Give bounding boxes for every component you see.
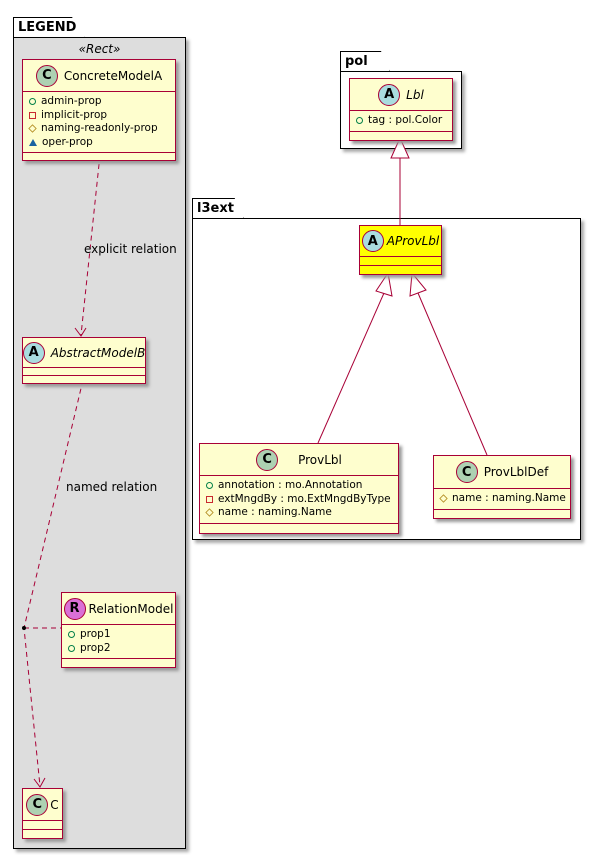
legend-title: LEGEND	[18, 20, 77, 35]
l3ext-package-tab: l3ext	[192, 198, 244, 219]
class-name: AbstractModelB	[50, 345, 146, 360]
attribute: name : naming.Name	[218, 506, 332, 518]
class-icon: C	[256, 448, 279, 471]
explicit-relation-label: explicit relation	[84, 242, 177, 256]
protected-icon	[205, 508, 214, 517]
arrow-head-icon	[33, 777, 46, 788]
class-name: AProvLbl	[386, 234, 440, 248]
class-name: Lbl	[406, 87, 424, 102]
attribute: implicit-prop	[41, 108, 108, 121]
class-name: ProvLblDef	[483, 465, 549, 479]
class-icon: C	[26, 793, 49, 816]
l3ext-title: l3ext	[197, 201, 234, 216]
private-icon	[206, 495, 213, 503]
class-abstract-model-b[interactable]: A AbstractModelB	[22, 337, 146, 384]
public-icon	[356, 117, 363, 125]
attribute: annotation : mo.Annotation	[218, 479, 363, 491]
legend-stereotype: «Rect»	[78, 42, 121, 56]
protected-icon	[439, 494, 448, 503]
legend-package	[13, 37, 186, 849]
attribute: name : naming.Name	[452, 492, 566, 504]
pol-title: pol	[345, 54, 368, 69]
abstract-class-icon: A	[378, 83, 401, 106]
inheritance-triangle-icon	[409, 271, 427, 297]
public-icon	[68, 644, 75, 652]
class-lbl[interactable]: A Lbl tag : pol.Color	[349, 78, 453, 141]
inheritance-edge-provlbldef	[417, 292, 488, 456]
class-provlbl[interactable]: C ProvLbl annotation : mo.Annotation extM…	[199, 443, 399, 534]
class-name: ConcreteModelA	[63, 68, 163, 83]
class-name: ProvLbl	[298, 452, 342, 467]
explicit-relation-edge	[80, 154, 101, 336]
abstract-class-icon: A	[22, 341, 45, 364]
class-concrete-model-a[interactable]: C ConcreteModelA admin-prop implicit-prop…	[22, 59, 176, 161]
arrow-head-icon	[74, 327, 87, 337]
attribute: naming-readonly-prop	[41, 122, 158, 134]
relation-junction-dot	[22, 626, 26, 630]
public-icon	[206, 482, 213, 490]
public-icon	[68, 631, 75, 639]
attribute: tag : pol.Color	[368, 114, 443, 126]
attribute: prop1	[80, 628, 111, 640]
legend-package-tab: LEGEND	[13, 17, 85, 38]
named-relation-edge	[23, 379, 84, 787]
attribute: prop2	[80, 641, 111, 654]
package-icon	[29, 138, 37, 146]
attribute: admin-prop	[41, 95, 102, 107]
inheritance-triangle-icon	[375, 271, 393, 297]
private-icon	[29, 111, 36, 119]
attribute: oper-prop	[42, 135, 93, 148]
class-name: RelationModel	[88, 601, 174, 616]
public-icon	[29, 98, 36, 106]
attribute: extMngdBy : mo.ExtMngdByType	[218, 492, 391, 505]
class-icon: C	[35, 64, 58, 87]
protected-icon	[28, 124, 37, 133]
class-name: C	[50, 797, 59, 812]
relation-icon: R	[63, 597, 86, 620]
named-relation-label: named relation	[66, 480, 158, 494]
class-icon: C	[455, 461, 478, 483]
inheritance-triangle-icon	[390, 136, 410, 159]
class-provlbldef[interactable]: C ProvLblDef name : naming.Name	[433, 455, 571, 519]
inheritance-edge-provlbl	[317, 292, 385, 444]
abstract-class-icon: A	[361, 230, 384, 252]
